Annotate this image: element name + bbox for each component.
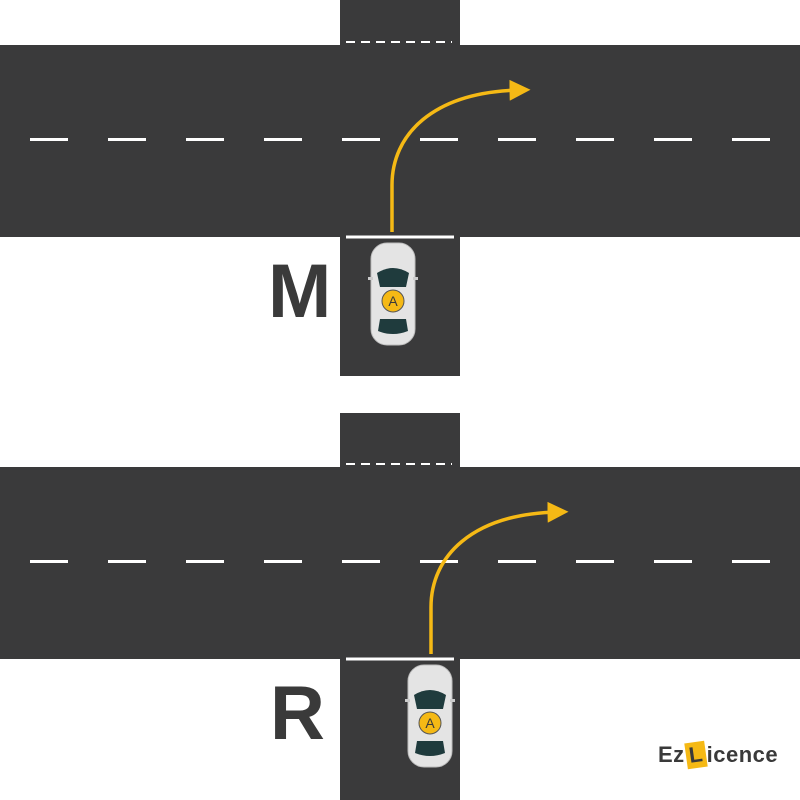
lane-dash <box>108 138 146 141</box>
lane-dash <box>342 138 380 141</box>
lane-dash <box>654 560 692 563</box>
mirror <box>413 277 418 280</box>
lane-dash <box>732 138 770 141</box>
lane-dash <box>30 138 68 141</box>
lane-dash <box>108 560 146 563</box>
mirror <box>368 277 373 280</box>
lane-dash <box>264 138 302 141</box>
lane-dash <box>342 560 380 563</box>
learner-badge-letter: A <box>388 293 398 309</box>
lane-dash <box>420 560 458 563</box>
car: A <box>405 664 455 768</box>
rear-window <box>415 741 445 756</box>
lane-dash <box>420 138 458 141</box>
mirror <box>405 699 410 702</box>
rear-window <box>378 319 408 334</box>
scenario-label-m: M <box>268 249 332 334</box>
scenario-label-r: R <box>270 671 325 756</box>
windshield <box>414 690 446 709</box>
lane-dash <box>576 138 614 141</box>
lane-dash <box>186 138 224 141</box>
lane-dash <box>576 560 614 563</box>
learner-badge-icon <box>418 711 442 735</box>
learner-badge-letter: A <box>425 715 435 731</box>
lane-dash <box>498 138 536 141</box>
lane-dash <box>498 560 536 563</box>
lane-dash <box>264 560 302 563</box>
lane-dash <box>186 560 224 563</box>
lane-dash <box>732 560 770 563</box>
car: A <box>368 242 418 346</box>
turn-arrow <box>429 501 569 654</box>
lane-dash <box>654 138 692 141</box>
windshield <box>377 268 409 287</box>
mirror <box>450 699 455 702</box>
lane-dash <box>30 560 68 563</box>
turn-arrow <box>390 79 531 232</box>
learner-badge-icon <box>381 289 405 313</box>
